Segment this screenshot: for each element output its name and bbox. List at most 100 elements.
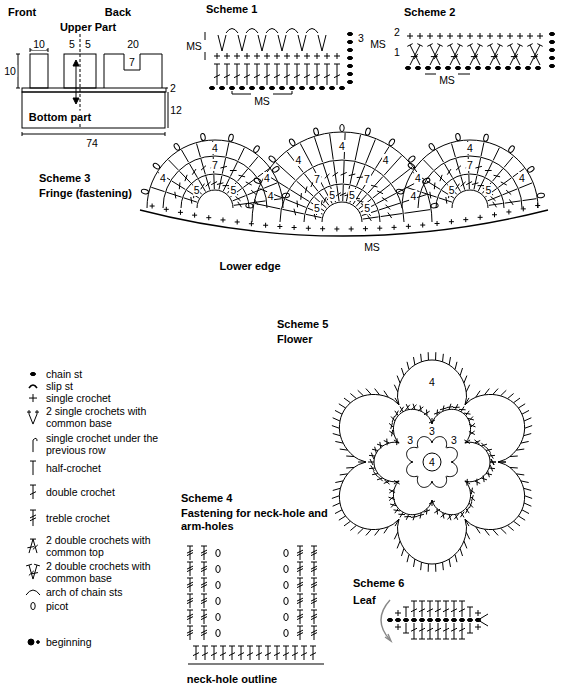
scheme-4-stitches xyxy=(284,565,288,572)
scheme-4-stitches xyxy=(268,646,269,660)
leaf xyxy=(403,618,408,621)
ms-bracket xyxy=(205,52,206,60)
fringe-scallop xyxy=(305,186,307,192)
scheme-1-stitches xyxy=(247,64,248,85)
callout-number: 4 xyxy=(414,172,422,184)
garment-outline xyxy=(30,54,48,88)
scheme-4-stitches xyxy=(311,610,317,611)
fringe-scallop xyxy=(376,193,395,203)
legend-symbol xyxy=(33,394,34,402)
callout-number: 3 xyxy=(428,425,436,437)
scheme-4-stitches xyxy=(216,629,220,636)
fringe-scallop xyxy=(166,192,181,197)
callout-number: 5 xyxy=(84,38,92,50)
fringe-base-row xyxy=(523,206,524,211)
scheme-1-stitches xyxy=(267,53,268,59)
scheme-1-stitches xyxy=(299,86,304,89)
scheme-1-stitches xyxy=(254,75,260,78)
fringe-base-row xyxy=(365,226,366,231)
scheme-4-stitches xyxy=(201,626,207,627)
fringe-scallop xyxy=(422,177,430,184)
scheme-2-stitches xyxy=(530,33,531,39)
fringe-scallop xyxy=(418,156,522,208)
fringe-base-row xyxy=(408,224,409,229)
leaf xyxy=(406,607,407,617)
leaf xyxy=(422,623,423,639)
fringe-base-row xyxy=(465,217,466,222)
scheme-1-stitches xyxy=(237,53,238,59)
callout-number: 5 xyxy=(348,189,356,201)
scheme-1-stitches xyxy=(334,64,340,65)
flower xyxy=(332,426,340,429)
fringe-scallop xyxy=(404,210,430,214)
fringe-scallop xyxy=(252,132,432,222)
flower xyxy=(400,407,403,412)
flower xyxy=(358,528,364,534)
scheme-1-stitches xyxy=(239,86,244,89)
fringe-scallop xyxy=(219,176,222,190)
flower xyxy=(493,529,498,535)
scheme-1-stitches xyxy=(254,64,260,65)
scheme-2-stitches xyxy=(434,54,438,59)
flower xyxy=(401,368,403,376)
callout-number: 5 xyxy=(363,201,371,213)
fringe-scallop xyxy=(180,171,191,183)
callout-number: 5 xyxy=(193,184,201,196)
scheme-1-stitches xyxy=(314,64,320,65)
leaf xyxy=(419,618,424,621)
scheme-2-stitches xyxy=(420,33,421,39)
legend-text: 2 double crochets with common base xyxy=(45,560,175,584)
fringe-scallop xyxy=(527,166,535,174)
dimension-line xyxy=(165,132,166,136)
scheme-4-stitches xyxy=(300,562,301,576)
flower xyxy=(442,354,444,362)
leaf xyxy=(427,639,433,640)
scheme-1-stitches xyxy=(347,32,352,35)
scheme-title: Front xyxy=(7,6,37,19)
scheme-4-stitches xyxy=(297,614,303,617)
flower xyxy=(460,368,462,376)
callout-number: 4 xyxy=(211,142,219,154)
fringe-scallop xyxy=(363,217,379,219)
scheme-1-stitches xyxy=(317,64,318,85)
scheme-2-stitches xyxy=(537,44,542,47)
scheme-2-stitches xyxy=(527,44,532,47)
scheme-4-stitches xyxy=(190,546,191,560)
flower xyxy=(413,357,414,365)
scheme-1-stitches xyxy=(222,35,226,51)
scheme-1-stitches xyxy=(322,35,326,51)
scheme-title: Leaf xyxy=(352,594,377,607)
scheme-4-stitches xyxy=(259,646,260,660)
scheme-1-stitches xyxy=(244,64,250,65)
scheme-1-stitches xyxy=(318,35,322,51)
fringe-scallop xyxy=(230,170,237,171)
scheme-2-stitches xyxy=(457,44,462,47)
scheme-4-stitches xyxy=(301,646,307,647)
scheme-1-stitches xyxy=(274,64,280,65)
legend-symbol xyxy=(29,414,33,424)
fringe-scallop xyxy=(392,167,412,183)
scheme-4-stitches xyxy=(201,594,207,595)
leaf xyxy=(446,601,447,617)
scheme-2-stitches xyxy=(430,45,440,65)
leaf xyxy=(427,601,433,602)
flower xyxy=(420,562,422,570)
fringe-scallop xyxy=(288,138,296,146)
fringe-base-row xyxy=(166,207,167,212)
leaf xyxy=(403,607,409,608)
scheme-2-stitches xyxy=(514,54,518,59)
flower xyxy=(435,352,436,360)
legend-symbol xyxy=(30,492,36,495)
scheme-title: Scheme 5 xyxy=(276,318,329,331)
scheme-4-stitches xyxy=(190,610,191,624)
flower xyxy=(464,413,471,414)
fringe-scallop xyxy=(238,202,242,208)
flower xyxy=(461,512,464,517)
scheme-1-stitches xyxy=(217,53,218,59)
scheme-4-stitches xyxy=(187,546,193,547)
scheme-2-stitches xyxy=(425,66,430,69)
scheme-1-stitches xyxy=(219,86,224,89)
scheme-4-stitches xyxy=(204,578,205,592)
flower xyxy=(375,389,380,395)
callout-number: 10 xyxy=(3,65,17,77)
